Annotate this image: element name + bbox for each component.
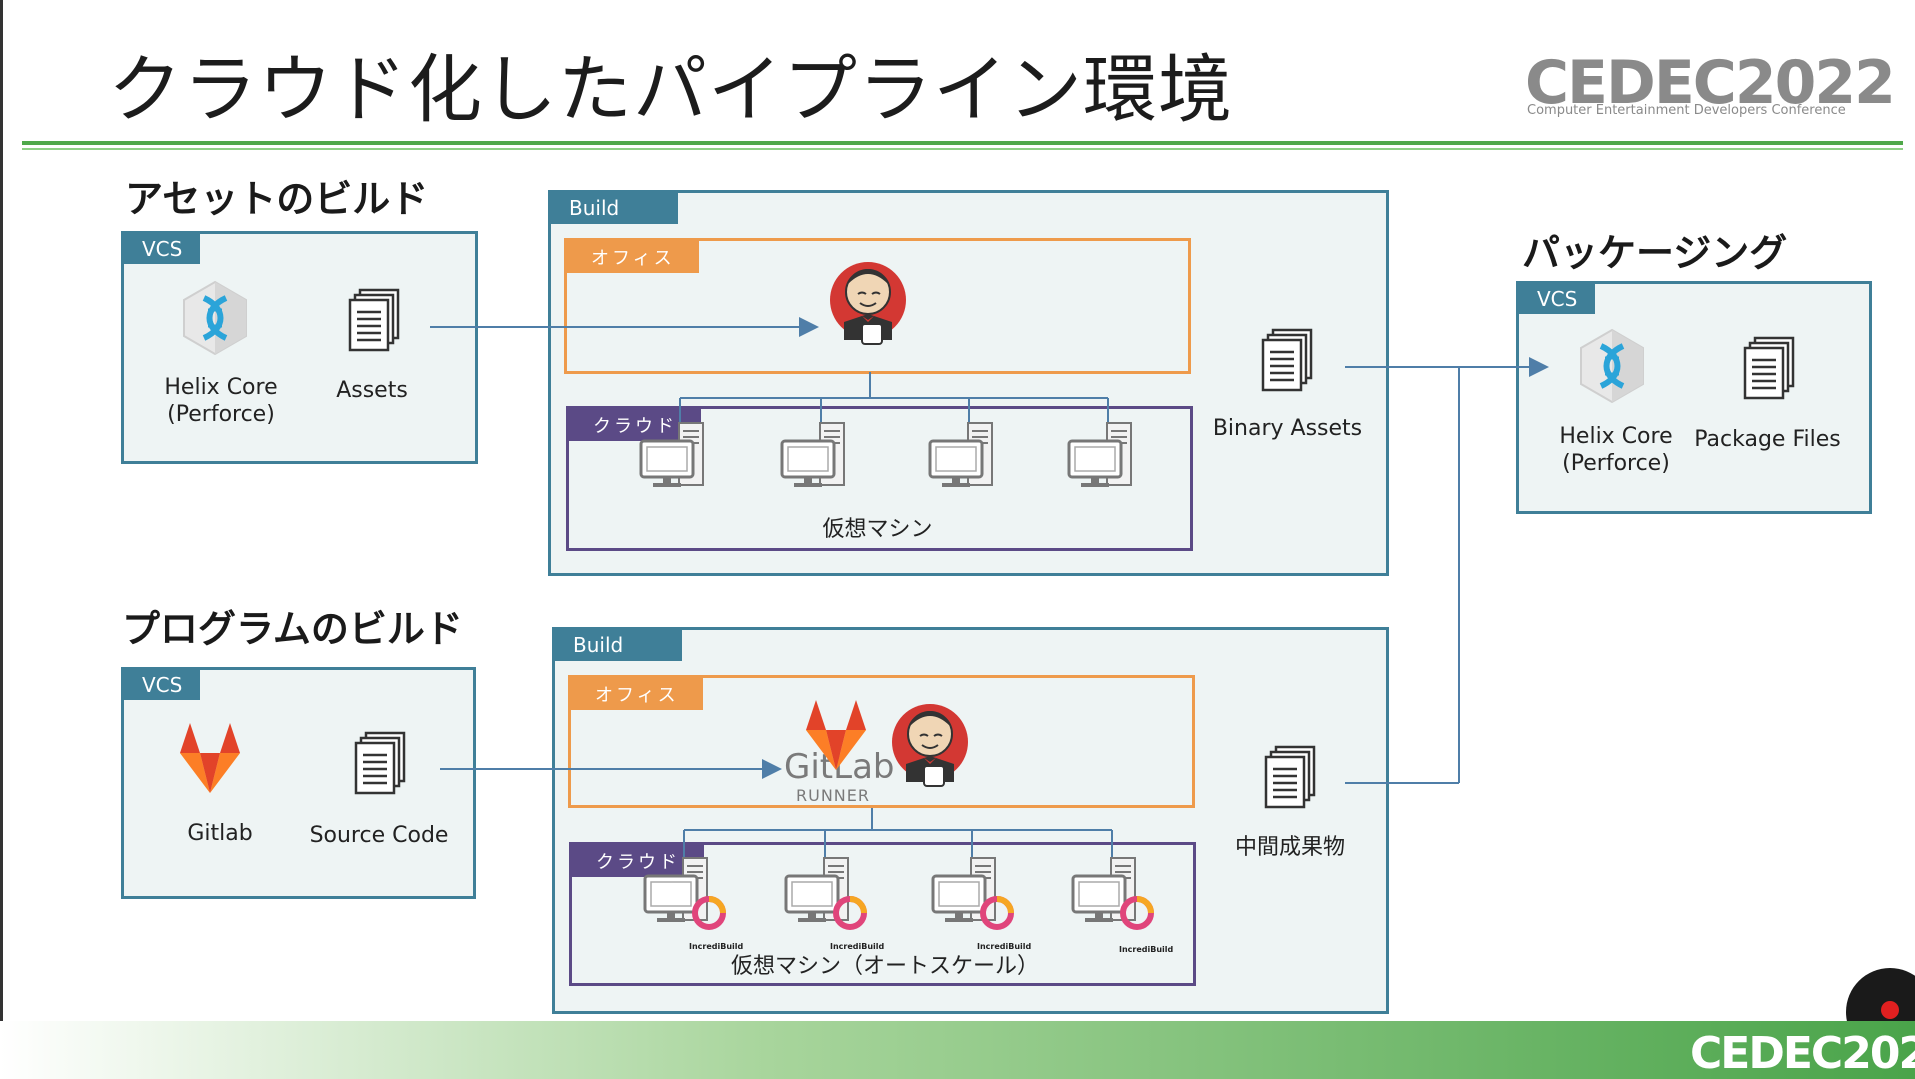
source-code-document-icon (354, 731, 406, 795)
jenkins-icon (829, 261, 907, 345)
incredibuild-badge: IncrediBuild (689, 942, 744, 951)
program-build-tag: Build (555, 630, 682, 661)
asset-office-tag: オフィス (567, 241, 699, 273)
gitlab-icon (180, 723, 240, 793)
binary-assets-document-icon (1261, 328, 1313, 392)
incredibuild-badge: IncrediBuild (1119, 945, 1174, 954)
packaging-heading: パッケージング (1522, 231, 1788, 275)
intermediate-output-document-icon (1264, 745, 1316, 809)
asset-cloud-box (566, 406, 1193, 551)
footer-bar (0, 1021, 1915, 1079)
helix-core-icon (184, 282, 246, 354)
footer-cedec-logo: CEDEC2022 (1690, 1028, 1915, 1079)
package-files-document-icon (1743, 336, 1795, 400)
assets-document-icon (348, 288, 400, 352)
incredibuild-badge: IncrediBuild (830, 942, 885, 951)
asset-vm-label: 仮想マシン (822, 517, 933, 542)
virtual-machine-icon (928, 421, 994, 489)
program-office-tag: オフィス (571, 678, 703, 710)
title-divider-secondary (22, 148, 1903, 150)
asset-build-tag: Build (551, 193, 678, 224)
program-build-heading: プログラムのビルド (122, 607, 463, 651)
asset-vcs-tag: VCS (124, 234, 201, 264)
cedec-logo: CEDEC2022 (1525, 48, 1896, 118)
program-vm-label: 仮想マシン（オートスケール） (730, 954, 1039, 979)
package-files-label: Package Files (1694, 427, 1841, 452)
asset-build-heading: アセットのビルド (125, 177, 429, 221)
program-vcs-tag: VCS (124, 670, 201, 700)
jenkins-icon (891, 703, 969, 787)
asset-office-box (564, 238, 1191, 374)
asset-helix-label: Helix Core (Perforce) (164, 375, 278, 427)
packaging-vcs-tag: VCS (1519, 284, 1596, 314)
title-divider (22, 141, 1903, 145)
asset-vcs-box (121, 231, 478, 464)
virtual-machine-icon (1067, 421, 1133, 489)
intermediate-output-label: 中間成果物 (1234, 835, 1345, 860)
packaging-vcs-box (1516, 281, 1872, 514)
asset-file-label: Assets (336, 378, 408, 403)
program-office-box (568, 675, 1195, 808)
gitlab-runner-icon (806, 700, 866, 770)
packaging-helix-core-icon (1581, 330, 1643, 402)
source-code-label: Source Code (309, 823, 449, 848)
cedec-logo-subtitle: Computer Entertainment Developers Confer… (1527, 103, 1846, 118)
gitlab-label: Gitlab (187, 821, 253, 846)
left-edge-line (0, 0, 3, 1021)
gitlab-runner-sub: RUNNER (796, 786, 870, 805)
page-title: クラウド化したパイプライン環境 (108, 47, 1233, 133)
packaging-helix-label: Helix Core (Perforce) (1559, 424, 1673, 476)
incredibuild-badge: IncrediBuild (977, 942, 1032, 951)
virtual-machine-icon (780, 421, 846, 489)
binary-assets-label: Binary Assets (1212, 416, 1363, 441)
virtual-machine-icon (639, 421, 705, 489)
program-cloud-box (569, 842, 1196, 986)
program-vcs-box (121, 667, 476, 899)
asset-build-box (548, 190, 1389, 576)
